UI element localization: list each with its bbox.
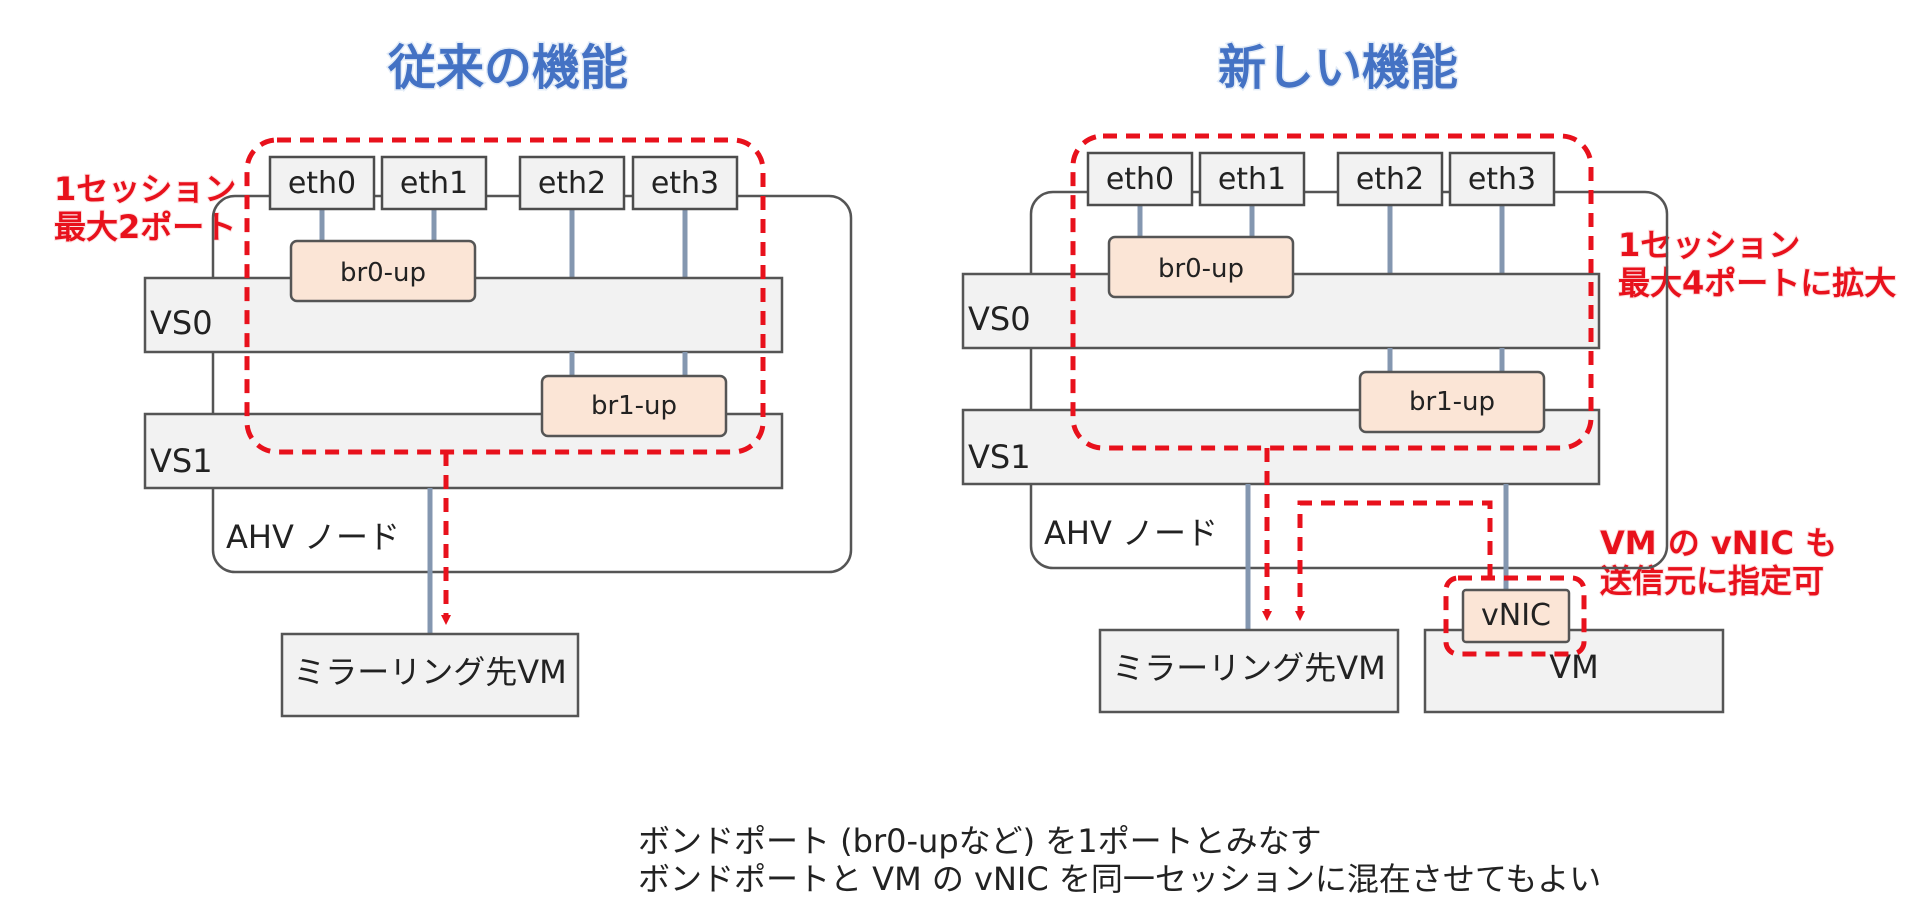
svg-text:eth2: eth2 [1356,162,1424,197]
right-session-note-line1: 1セッション [1618,226,1800,264]
left-session-boundary [244,137,766,455]
right-port-eth1: eth1 [1198,151,1306,207]
svg-text:eth1: eth1 [1218,162,1286,197]
svg-text:br1-up: br1-up [591,391,677,421]
right-diagram: 新しい機能 1セッション 最大4ポートに拡大 VM の vNIC も 送信元に指… [961,39,1897,714]
right-vnic-note-line1: VM の vNIC も [1600,524,1837,562]
right-bond-br1: br1-up [1358,370,1546,434]
svg-text:ミラーリング先VM: ミラーリング先VM [293,653,567,691]
left-port-eth3: eth3 [631,155,739,211]
svg-text:eth2: eth2 [538,166,606,201]
right-session-note-line2: 最大4ポートに拡大 [1618,264,1896,302]
left-vs0-label: VS0 [150,304,213,342]
svg-text:ミラーリング先VM: ミラーリング先VM [1112,649,1386,687]
right-bond-br0: br0-up [1107,235,1295,299]
right-mirror-arrow-vnic [1295,500,1493,621]
right-mirror-vm: ミラーリング先VM [1098,628,1400,714]
right-vs1-label: VS1 [968,438,1031,476]
left-mirror-vm: ミラーリング先VM [280,632,580,718]
right-title: 新しい機能 [1218,40,1458,96]
svg-text:eth0: eth0 [288,166,356,201]
right-port-eth0: eth0 [1086,151,1194,207]
right-vnic-highlight [1443,575,1587,657]
footer-line2: ボンドポートと VM の vNIC を同一セッションに混在させてもよい [638,860,1601,898]
left-session-note-line2: 最大2ポート [54,208,236,246]
svg-text:eth0: eth0 [1106,162,1174,197]
right-ahv-node-label: AHV ノード [1044,514,1218,552]
svg-text:br1-up: br1-up [1409,387,1495,417]
svg-text:eth3: eth3 [651,166,719,201]
left-vs1-label: VS1 [150,442,213,480]
left-port-eth0: eth0 [268,155,376,211]
right-port-eth3: eth3 [1448,151,1556,207]
right-session-boundary [1070,133,1594,451]
left-ahv-node-label: AHV ノード [226,518,400,556]
left-bond-br0: br0-up [289,239,477,303]
right-vnic: vNIC [1461,588,1571,644]
left-bond-br1: br1-up [540,374,728,438]
left-diagram: 従来の機能 1セッション 最大2ポート AHV ノード VS0 VS1 eth0… [53,39,853,718]
svg-text:eth3: eth3 [1468,162,1536,197]
svg-text:br0-up: br0-up [1158,254,1244,284]
left-port-eth2: eth2 [518,155,626,211]
footer-line1: ボンドポート (br0-upなど) を1ポートとみなす [638,822,1322,860]
svg-text:vNIC: vNIC [1481,598,1551,633]
right-vs0-label: VS0 [968,300,1031,338]
left-title: 従来の機能 [387,40,628,96]
right-vm: VM [1423,628,1725,714]
svg-text:eth1: eth1 [400,166,468,201]
right-port-eth2: eth2 [1336,151,1444,207]
svg-text:br0-up: br0-up [340,258,426,288]
left-session-note-line1: 1セッション [54,170,236,208]
left-port-eth1: eth1 [380,155,488,211]
